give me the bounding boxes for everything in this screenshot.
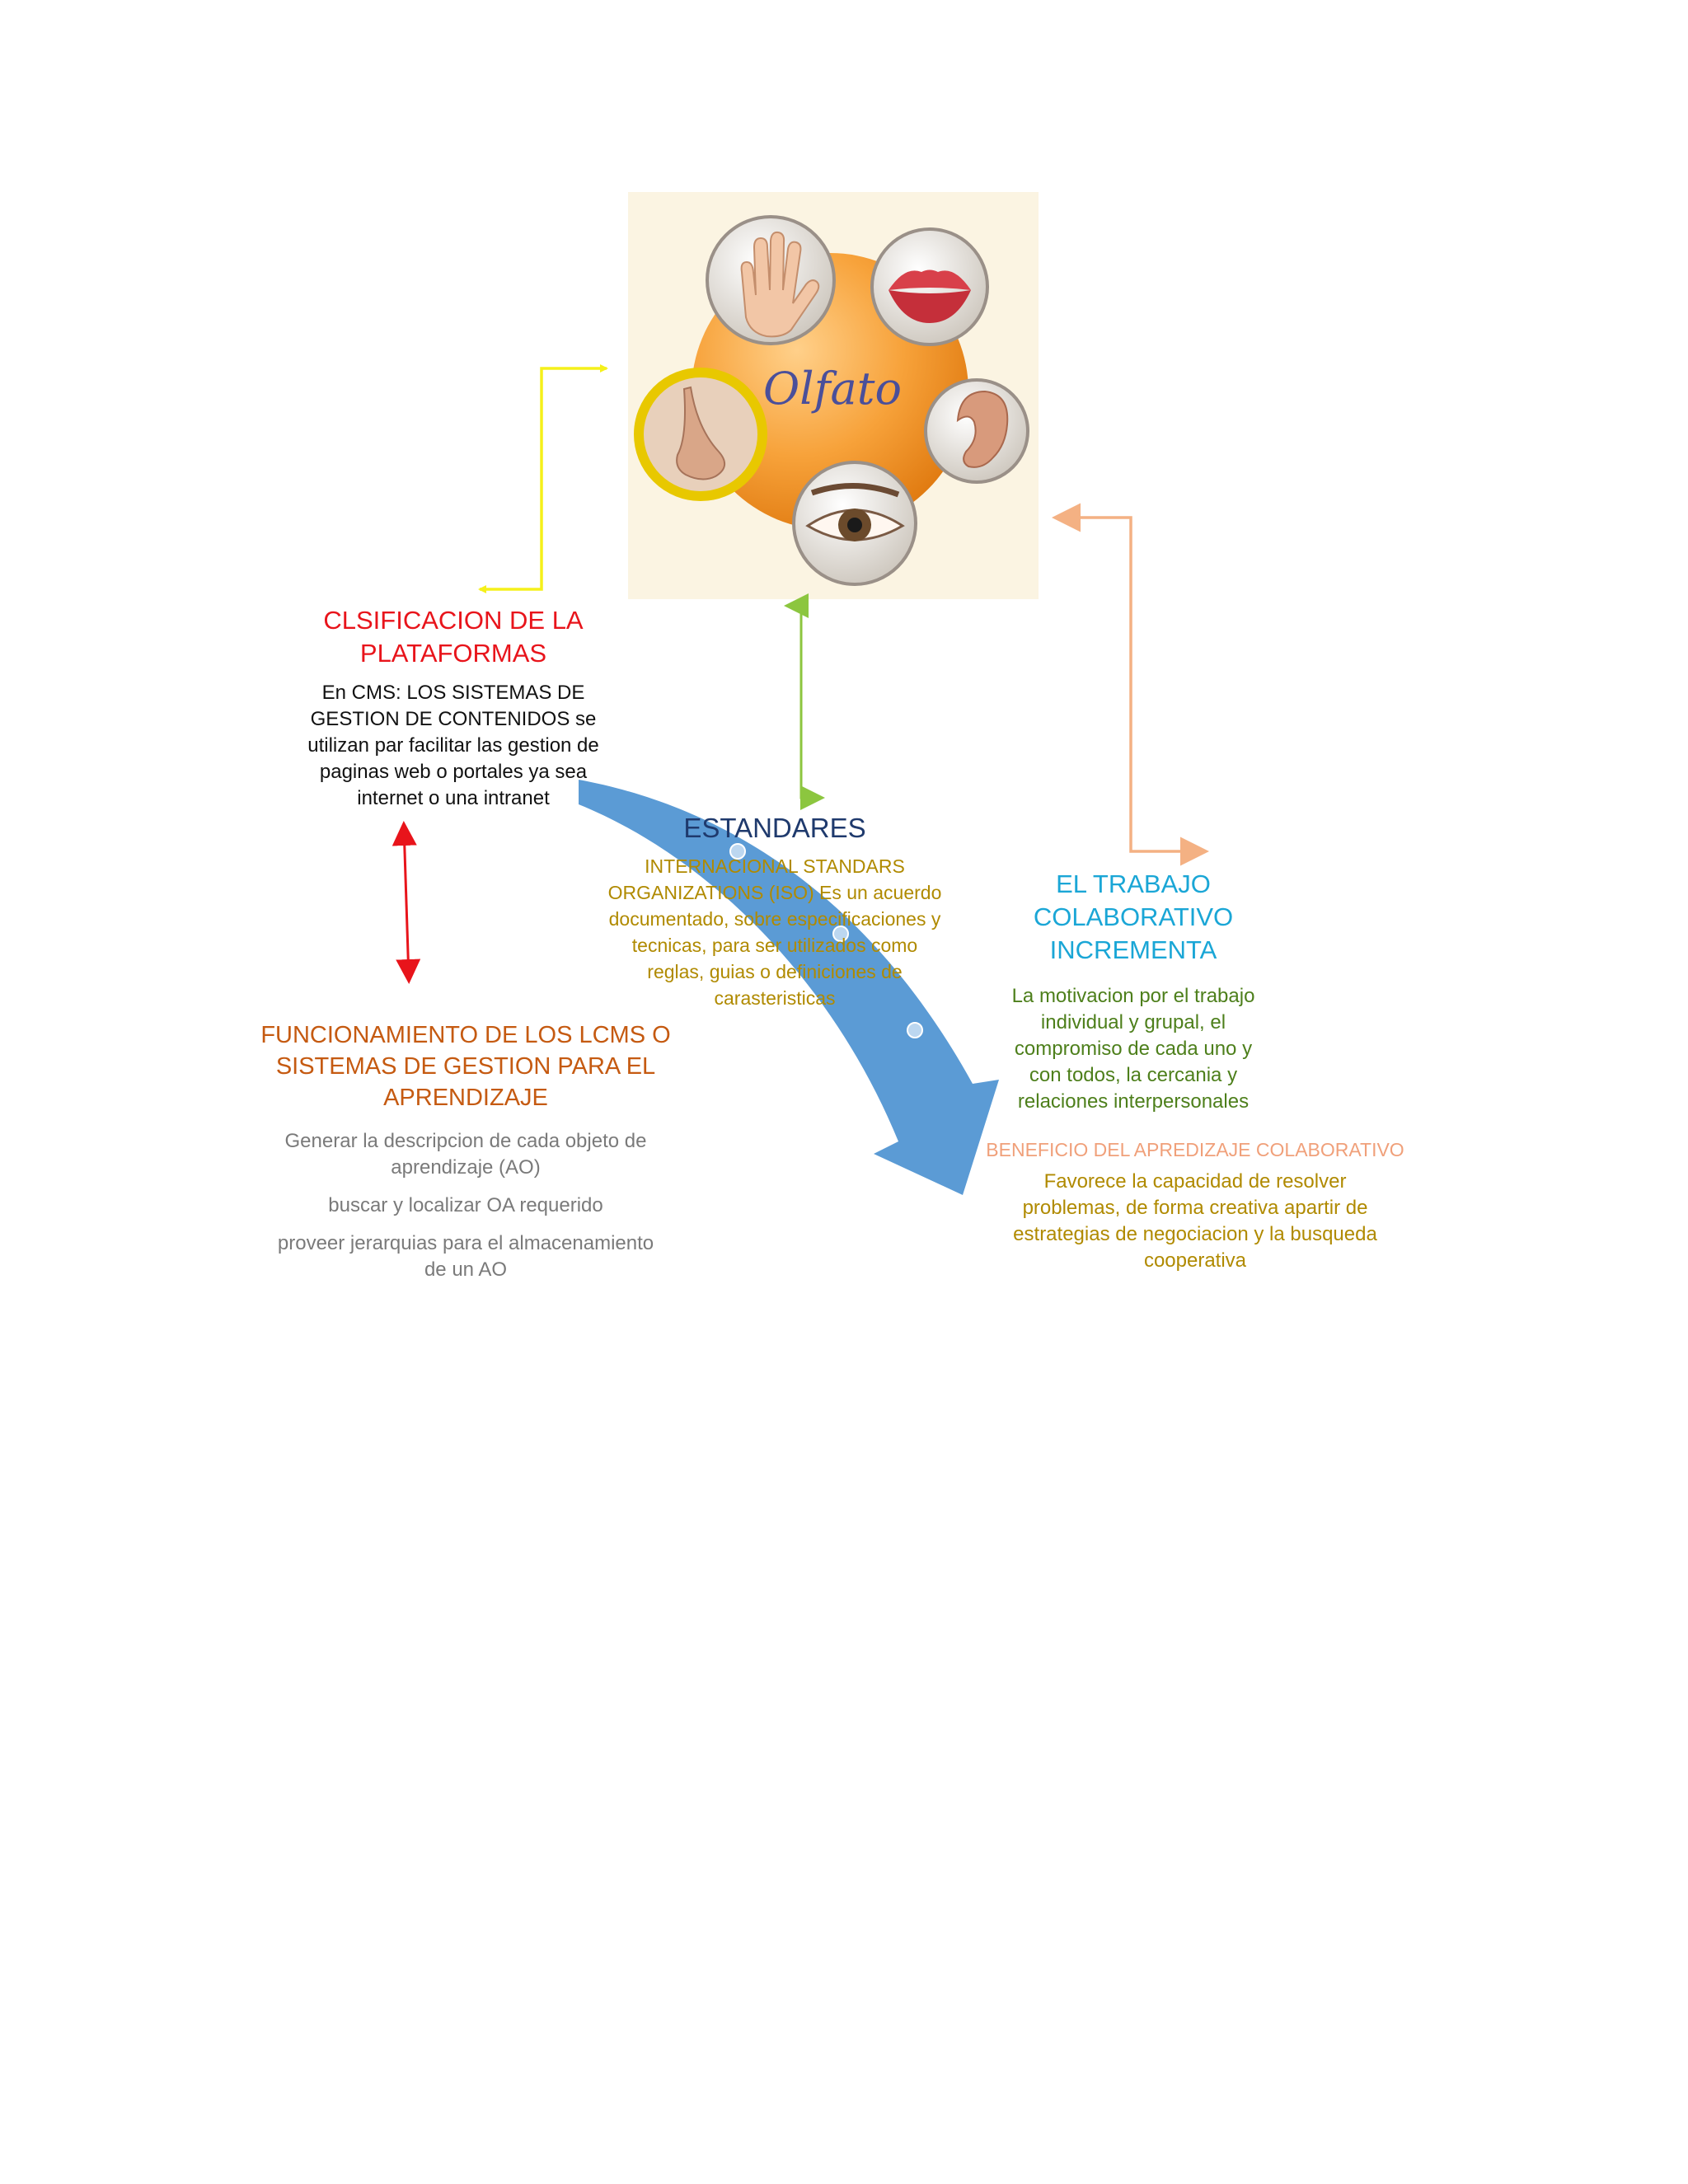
funcionamiento-item-line: Generar la descripcion de cada objeto de	[284, 1130, 647, 1152]
trabajo-block: EL TRABAJO COLABORATIVO INCREMENTA La mo…	[968, 868, 1298, 1115]
trabajo-body-line: individual y grupal, el	[1040, 1011, 1226, 1033]
beneficio-body: Favorece la capacidad de resolver proble…	[956, 1169, 1434, 1274]
estandares-body: INTERNACIONAL STANDARS ORGANIZATIONS (IS…	[560, 853, 989, 1011]
clasificacion-block: CLSIFICACION DE LA PLATAFORMAS En CMS: L…	[256, 604, 651, 812]
trabajo-body-line: relaciones interpersonales	[1017, 1090, 1250, 1113]
estandares-body-line: tecnicas, para ser utilizados como	[631, 935, 918, 956]
estandares-block: ESTANDARES INTERNACIONAL STANDARS ORGANI…	[560, 812, 989, 1011]
nose-icon	[634, 368, 767, 501]
eye-icon	[792, 461, 917, 586]
estandares-body-line: INTERNACIONAL STANDARS	[645, 855, 905, 877]
beneficio-block: BENEFICIO DEL APREDIZAJE COLABORATIVO Fa…	[956, 1137, 1434, 1274]
funcionamiento-title-line: APRENDIZAJE	[383, 1085, 548, 1111]
peach-connector-arrow	[1052, 503, 1209, 866]
clasificacion-body: En CMS: LOS SISTEMAS DE GESTION DE CONTE…	[256, 680, 651, 812]
funcionamiento-item-line: de un AO	[424, 1258, 508, 1281]
yellow-connector-arrow	[478, 364, 608, 593]
red-connector-arrow	[392, 821, 421, 984]
clasificacion-body-line: utilizan par facilitar las gestion de	[307, 734, 599, 757]
funcionamiento-title: FUNCIONAMIENTO DE LOS LCMS O SISTEMAS DE…	[239, 1019, 692, 1113]
clasificacion-body-line: paginas web o portales ya sea	[319, 761, 588, 783]
lips-icon	[870, 227, 989, 346]
clasificacion-body-line: internet o una intranet	[357, 787, 550, 809]
estandares-title: ESTANDARES	[683, 813, 866, 843]
funcionamiento-item-line: aprendizaje (AO)	[391, 1156, 541, 1179]
estandares-body-line: carasteristicas	[714, 987, 836, 1009]
beneficio-body-line: problemas, de forma creativa apartir de	[1022, 1197, 1368, 1219]
trabajo-title: EL TRABAJO COLABORATIVO INCREMENTA	[968, 868, 1298, 967]
funcionamiento-title-line: FUNCIONAMIENTO DE LOS LCMS O	[260, 1022, 671, 1048]
funcionamiento-item-line: buscar y localizar OA requerido	[328, 1194, 603, 1216]
trabajo-title-line: INCREMENTA	[1049, 935, 1217, 964]
hand-icon	[706, 215, 836, 345]
clasificacion-title: CLSIFICACION DE LA PLATAFORMAS	[256, 604, 651, 670]
clasificacion-title-line: CLSIFICACION DE LA	[323, 606, 584, 635]
clasificacion-body-line: GESTION DE CONTENIDOS se	[310, 708, 597, 730]
clasificacion-body-line: En CMS: LOS SISTEMAS DE	[321, 682, 585, 704]
center-label: Olfato	[763, 363, 902, 415]
beneficio-body-line: estrategias de negociacion y la busqueda	[1013, 1223, 1377, 1245]
trabajo-body-line: compromiso de cada uno y	[1014, 1038, 1253, 1060]
trabajo-body: La motivacion por el trabajo individual …	[968, 983, 1298, 1115]
trabajo-title-line: COLABORATIVO	[1033, 902, 1234, 931]
ear-icon	[924, 378, 1029, 484]
funcionamiento-block: FUNCIONAMIENTO DE LOS LCMS O SISTEMAS DE…	[239, 1019, 692, 1283]
beneficio-body-line: Favorece la capacidad de resolver	[1043, 1170, 1347, 1193]
estandares-body-line: documentado, sobre especificaciones y	[608, 908, 941, 930]
arrow-dot-3	[907, 1022, 923, 1038]
senses-picture: Olfato	[628, 192, 1039, 599]
estandares-body-line: reglas, guias o definiciones de	[647, 961, 903, 982]
beneficio-title: BENEFICIO DEL APREDIZAJE COLABORATIVO	[986, 1139, 1404, 1160]
funcionamiento-items: Generar la descripcion de cada objeto de…	[239, 1128, 692, 1283]
trabajo-title-line: EL TRABAJO	[1056, 869, 1211, 898]
arrow-dot-1	[729, 843, 746, 860]
estandares-body-line: ORGANIZATIONS (ISO) Es un acuerdo	[607, 882, 942, 903]
trabajo-body-line: con todos, la cercania y	[1029, 1064, 1238, 1086]
funcionamiento-title-line: SISTEMAS DE GESTION PARA EL	[275, 1053, 656, 1080]
clasificacion-title-line: PLATAFORMAS	[359, 639, 547, 668]
trabajo-body-line: La motivacion por el trabajo	[1011, 985, 1255, 1007]
arrow-dot-2	[832, 926, 849, 942]
green-connector-arrow	[784, 593, 825, 810]
big-curved-arrow	[579, 780, 999, 1195]
beneficio-body-line: cooperativa	[1143, 1249, 1247, 1272]
funcionamiento-item-line: proveer jerarquias para el almacenamient…	[277, 1232, 654, 1254]
